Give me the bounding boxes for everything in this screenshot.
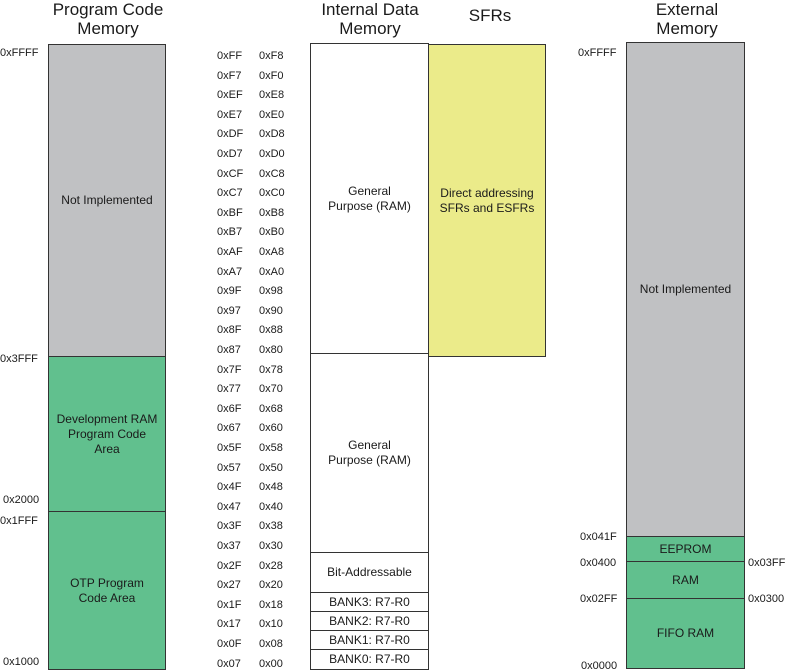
row-address-high: 0x4F bbox=[217, 481, 242, 493]
address-label: 0x0400 bbox=[580, 557, 617, 569]
row-address-low: 0xF8 bbox=[259, 50, 284, 62]
row-address-high: 0xC7 bbox=[217, 187, 243, 199]
address-label: 0x1000 bbox=[3, 656, 40, 668]
row-address-high: 0xBF bbox=[217, 207, 243, 219]
otp-program-block: OTP Program Code Area bbox=[48, 511, 166, 670]
fifo-ram-block: FIFO RAM bbox=[626, 598, 745, 669]
row-address-low: 0x10 bbox=[259, 618, 283, 630]
row-address-low: 0x48 bbox=[259, 481, 283, 493]
program-not-implemented-block: Not Implemented bbox=[48, 44, 166, 357]
ram-block: RAM bbox=[626, 561, 745, 599]
row-address-high: 0xB7 bbox=[217, 226, 243, 238]
row-address-high: 0x77 bbox=[217, 383, 241, 395]
row-address-low: 0xA0 bbox=[259, 266, 285, 278]
row-address-high: 0x47 bbox=[217, 501, 241, 513]
row-address-high: 0x67 bbox=[217, 422, 241, 434]
row-address-low: 0x38 bbox=[259, 520, 283, 532]
row-address-low: 0xB8 bbox=[259, 207, 285, 219]
row-address-low: 0x70 bbox=[259, 383, 283, 395]
row-address-low: 0x40 bbox=[259, 501, 283, 513]
row-address-low: 0xB0 bbox=[259, 226, 285, 238]
row-address-low: 0x18 bbox=[259, 599, 283, 611]
row-address-high: 0xEF bbox=[217, 89, 243, 101]
address-label: 0xFFFF bbox=[578, 47, 617, 59]
external-not-implemented-block: Not Implemented bbox=[626, 42, 745, 537]
sfr-block: Direct addressing SFRs and ESFRs bbox=[428, 44, 546, 357]
row-address-low: 0x00 bbox=[259, 658, 283, 670]
row-address-low: 0x80 bbox=[259, 344, 283, 356]
address-label: 0x0300 bbox=[748, 593, 785, 605]
row-address-high: 0xDF bbox=[217, 128, 244, 140]
general-purpose-upper-block: General Purpose (RAM) bbox=[310, 43, 429, 354]
row-address-high: 0x5F bbox=[217, 442, 242, 454]
row-address-high: 0x57 bbox=[217, 462, 241, 474]
row-address-low: 0x30 bbox=[259, 540, 283, 552]
row-address-high: 0xF7 bbox=[217, 70, 242, 82]
address-label: 0x1FFF bbox=[0, 515, 38, 527]
row-address-low: 0xD8 bbox=[259, 128, 285, 140]
row-address-low: 0x08 bbox=[259, 638, 283, 650]
row-address-low: 0x60 bbox=[259, 422, 283, 434]
row-address-low: 0xA8 bbox=[259, 246, 285, 258]
bank0-block: BANK0: R7-R0 bbox=[310, 649, 429, 670]
row-address-high: 0x7F bbox=[217, 364, 242, 376]
row-address-high: 0x27 bbox=[217, 579, 241, 591]
general-purpose-lower-block: General Purpose (RAM) bbox=[310, 353, 429, 553]
eeprom-block: EEPROM bbox=[626, 536, 745, 562]
row-address-high: 0xA7 bbox=[217, 266, 243, 278]
address-label: 0x02FF bbox=[580, 593, 618, 605]
row-address-low: 0x88 bbox=[259, 324, 283, 336]
row-address-low: 0x20 bbox=[259, 579, 283, 591]
row-address-high: 0x8F bbox=[217, 324, 242, 336]
row-address-high: 0x97 bbox=[217, 305, 241, 317]
address-label: 0xFFFF bbox=[0, 47, 39, 59]
row-address-high: 0x07 bbox=[217, 658, 241, 670]
row-address-low: 0xC0 bbox=[259, 187, 285, 199]
bank3-block: BANK3: R7-R0 bbox=[310, 592, 429, 612]
address-label: 0x3FFF bbox=[0, 353, 38, 365]
row-address-high: 0x1F bbox=[217, 599, 242, 611]
row-address-low: 0x50 bbox=[259, 462, 283, 474]
row-address-high: 0xAF bbox=[217, 246, 243, 258]
row-address-low: 0x28 bbox=[259, 560, 283, 572]
row-address-low: 0xC8 bbox=[259, 168, 285, 180]
external-memory-header: External Memory bbox=[655, 0, 719, 38]
address-label: 0x03FF bbox=[748, 557, 786, 569]
row-address-low: 0x78 bbox=[259, 364, 283, 376]
row-address-low: 0xF0 bbox=[259, 70, 284, 82]
address-label: 0x041F bbox=[580, 531, 617, 543]
row-address-high: 0x3F bbox=[217, 520, 242, 532]
row-address-high: 0x6F bbox=[217, 403, 242, 415]
row-address-low: 0x98 bbox=[259, 285, 283, 297]
bank2-block: BANK2: R7-R0 bbox=[310, 611, 429, 631]
program-memory-header: Program Code Memory bbox=[52, 0, 164, 38]
row-address-high: 0x17 bbox=[217, 618, 241, 630]
row-address-low: 0xD0 bbox=[259, 148, 285, 160]
sfrs-header: SFRs bbox=[468, 6, 512, 25]
bit-addressable-block: Bit-Addressable bbox=[310, 552, 429, 593]
row-address-low: 0x68 bbox=[259, 403, 283, 415]
address-label: 0x2000 bbox=[3, 494, 40, 506]
row-address-high: 0x2F bbox=[217, 560, 242, 572]
development-ram-block: Development RAM Program Code Area bbox=[48, 356, 166, 512]
row-address-high: 0x37 bbox=[217, 540, 241, 552]
row-address-high: 0x87 bbox=[217, 344, 241, 356]
internal-memory-header: Internal Data Memory bbox=[321, 0, 419, 38]
row-address-low: 0xE8 bbox=[259, 89, 285, 101]
row-address-high: 0xD7 bbox=[217, 148, 243, 160]
bank1-block: BANK1: R7-R0 bbox=[310, 630, 429, 650]
row-address-high: 0x0F bbox=[217, 638, 242, 650]
row-address-low: 0x90 bbox=[259, 305, 283, 317]
row-address-high: 0xE7 bbox=[217, 109, 243, 121]
row-address-low: 0xE0 bbox=[259, 109, 285, 121]
row-address-high: 0x9F bbox=[217, 285, 242, 297]
row-address-low: 0x58 bbox=[259, 442, 283, 454]
row-address-high: 0xCF bbox=[217, 168, 244, 180]
address-label: 0x0000 bbox=[581, 660, 618, 672]
row-address-high: 0xFF bbox=[217, 50, 243, 62]
